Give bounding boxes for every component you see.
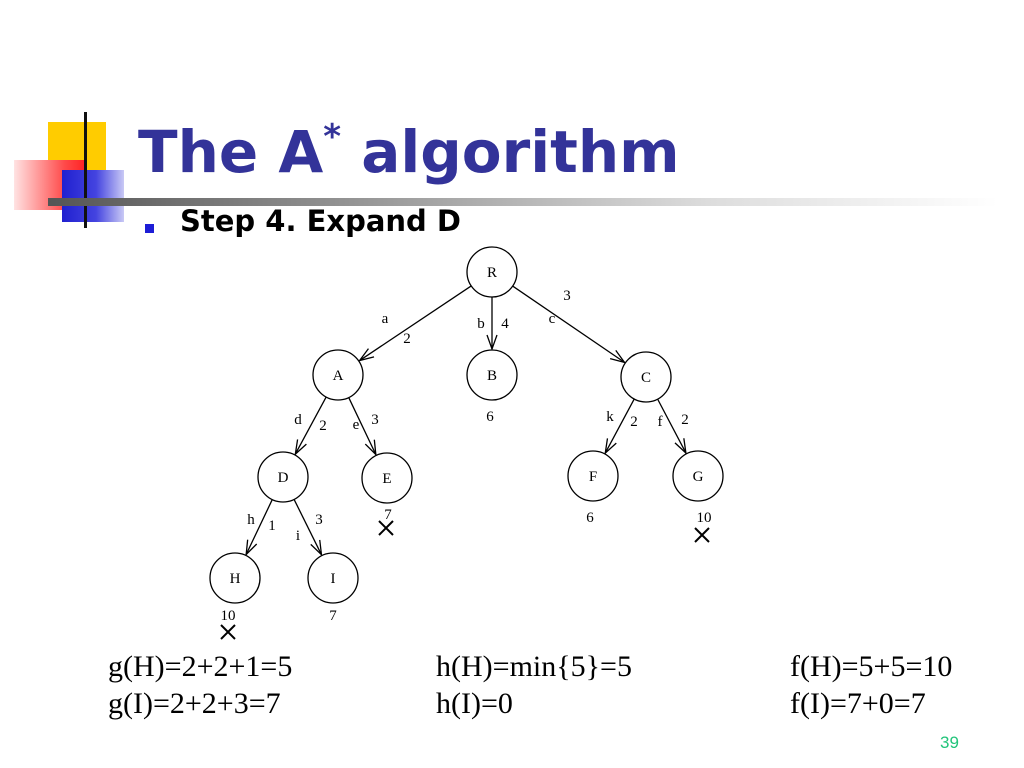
edge-name-D-I: i xyxy=(296,528,300,544)
node-B xyxy=(466,349,518,401)
arrowhead-C-G xyxy=(674,438,687,455)
node-C xyxy=(620,351,672,403)
formula-g-column: g(H)=2+2+1=5 g(I)=2+2+3=7 xyxy=(108,648,292,722)
edge-name-C-G: f xyxy=(658,414,663,430)
edge-A-E xyxy=(348,397,377,455)
step-bullet-text: Step 4. Expand D xyxy=(180,204,461,238)
edge-C-G xyxy=(657,398,687,454)
formula-f-column: f(H)=5+5=10 f(I)=7+0=7 xyxy=(790,648,952,722)
node-label-H: H xyxy=(230,571,241,587)
node-label-A: A xyxy=(333,368,344,384)
node-R xyxy=(466,246,518,298)
node-label-F: F xyxy=(589,469,597,485)
node-value-E: 7 xyxy=(384,507,392,523)
edge-cost-A-E: 3 xyxy=(371,412,379,428)
edge-cost-D-I: 3 xyxy=(315,512,323,528)
node-label-B: B xyxy=(487,368,497,384)
edge-name-A-D: d xyxy=(294,412,302,428)
slide-title: The A* algorithm xyxy=(138,116,680,186)
edge-cost-C-F: 2 xyxy=(630,414,638,430)
node-label-G: G xyxy=(693,469,704,485)
arrowhead-A-D xyxy=(294,439,307,456)
decor-vertical-line xyxy=(84,112,87,228)
bullet-marker xyxy=(145,224,154,233)
title-rest: algorithm xyxy=(341,118,680,186)
node-value-F: 6 xyxy=(586,510,594,526)
edge-D-H xyxy=(245,499,273,555)
node-value-H: 10 xyxy=(221,608,236,624)
edge-R-A xyxy=(359,285,472,362)
node-label-D: D xyxy=(278,470,289,486)
node-value-G: 10 xyxy=(697,510,712,526)
arrowhead-C-F xyxy=(604,438,617,455)
node-I xyxy=(307,552,359,604)
edge-cost-R-C: 3 xyxy=(563,288,571,304)
formula-h-i: h(I)=0 xyxy=(436,687,513,720)
node-label-E: E xyxy=(382,471,391,487)
pruned-cross-H xyxy=(220,624,236,640)
edge-C-F xyxy=(604,398,635,454)
node-D xyxy=(257,451,309,503)
edge-R-C xyxy=(512,285,625,363)
edge-D-I xyxy=(293,499,323,555)
arrowhead-R-C xyxy=(609,349,627,364)
formula-g-h: g(H)=2+2+1=5 xyxy=(108,650,293,683)
arrowhead-D-I xyxy=(310,539,323,557)
node-H xyxy=(209,552,261,604)
pruned-cross-E xyxy=(378,520,394,536)
formula-f-h: f(H)=5+5=10 xyxy=(790,650,953,683)
pruned-cross-G xyxy=(694,527,710,543)
edge-name-R-B: b xyxy=(477,316,485,332)
edge-A-D xyxy=(294,396,327,455)
arrowhead-R-B xyxy=(486,334,498,351)
formula-f-i: f(I)=7+0=7 xyxy=(790,687,926,720)
node-label-C: C xyxy=(641,370,651,386)
node-E xyxy=(361,452,413,504)
node-label-I: I xyxy=(331,571,336,587)
edge-cost-R-B: 4 xyxy=(501,316,509,332)
edge-cost-C-G: 2 xyxy=(681,412,689,428)
edge-name-C-F: k xyxy=(606,409,614,425)
node-A xyxy=(312,349,364,401)
node-label-R: R xyxy=(487,265,497,281)
slide-number: 39 xyxy=(940,733,959,752)
edge-cost-R-A: 2 xyxy=(403,331,411,347)
edge-name-D-H: h xyxy=(247,512,255,528)
node-value-B: 6 xyxy=(486,409,494,425)
title-text: The A xyxy=(138,118,324,186)
arrowhead-A-E xyxy=(364,439,377,457)
node-G xyxy=(672,450,724,502)
arrowhead-D-H xyxy=(245,539,258,557)
title-underline xyxy=(48,198,998,206)
edge-name-R-C: c xyxy=(549,311,556,327)
decor-blue-square xyxy=(62,170,124,222)
formula-h-column: h(H)=min{5}=5 h(I)=0 xyxy=(436,648,632,722)
title-star: * xyxy=(323,116,342,157)
edge-cost-A-D: 2 xyxy=(319,418,327,434)
edge-name-R-A: a xyxy=(382,311,389,327)
arrowhead-R-A xyxy=(358,348,375,362)
edge-cost-D-H: 1 xyxy=(268,518,276,534)
formula-g-i: g(I)=2+2+3=7 xyxy=(108,687,281,720)
edge-name-A-E: e xyxy=(353,417,360,433)
node-F xyxy=(567,450,619,502)
node-value-I: 7 xyxy=(329,608,337,624)
formula-h-h: h(H)=min{5}=5 xyxy=(436,650,632,683)
